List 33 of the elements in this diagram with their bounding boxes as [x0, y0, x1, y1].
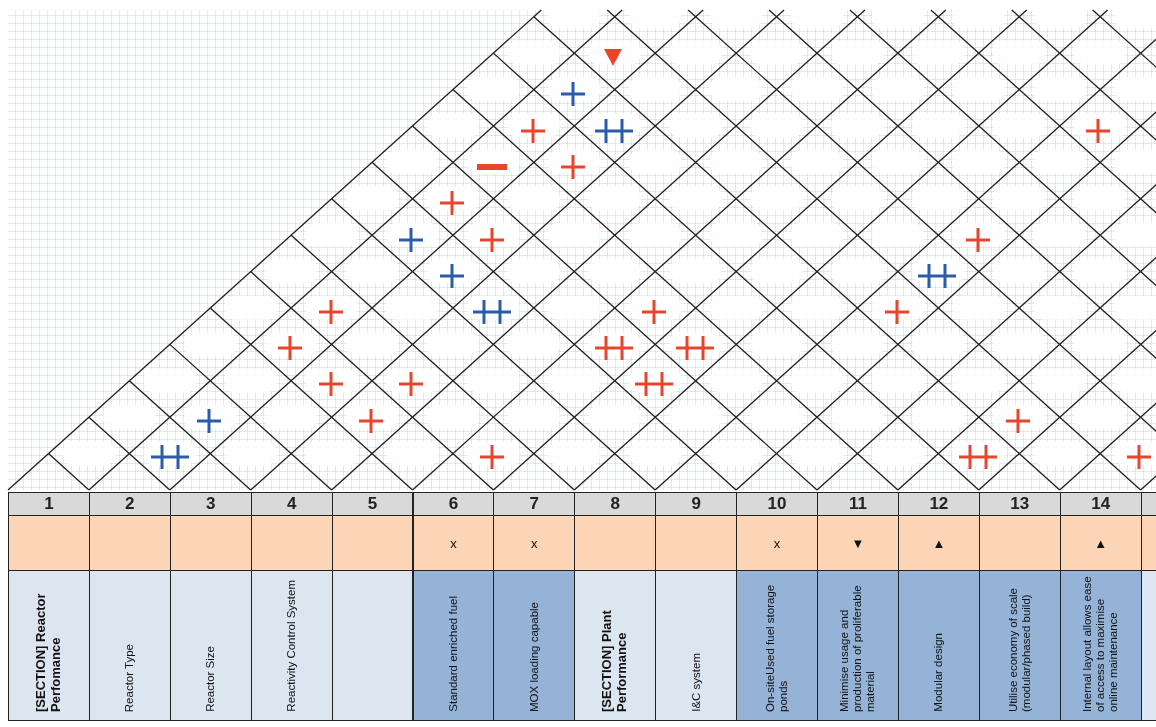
requirement-label: Reactor Type — [123, 643, 137, 712]
requirement-label: Standard enriched fuel — [446, 596, 460, 712]
requirement-label: I&C system — [689, 653, 703, 712]
column-number: 1 — [44, 494, 54, 514]
column-number: 6 — [448, 494, 459, 514]
requirement-label: Utilise economy of scale (modular/phased build) — [1006, 587, 1033, 712]
requirement-label: Reactivity Control System — [285, 580, 298, 712]
direction-symbol: ▼ — [851, 535, 865, 551]
requirement-label: Minimise usage and production of proliferable material — [838, 584, 878, 712]
direction-symbol: x — [531, 535, 538, 551]
direction-symbol: ▲ — [1094, 535, 1108, 551]
requirement-label: On-siteUsed fuel storage ponds — [763, 583, 791, 712]
column-number: 13 — [1010, 494, 1030, 514]
direction-symbol: x — [773, 535, 781, 551]
direction-symbol: x — [450, 535, 457, 551]
column-number: 8 — [610, 494, 620, 514]
column-number: 2 — [125, 494, 135, 514]
requirement-label: Reactor Size — [204, 646, 218, 712]
column-number: 3 — [206, 494, 216, 514]
column-number: 11 — [848, 494, 867, 514]
column-number: 14 — [1091, 494, 1111, 514]
column-number: 9 — [691, 494, 701, 514]
requirement-label: [SECTION] Reactor Perfomance — [34, 592, 64, 712]
column-number: 5 — [367, 494, 378, 514]
requirement-label: MOX loading capable — [527, 602, 541, 712]
requirement-label: [SECTION] Plant Performance — [600, 609, 631, 712]
direction-symbol: ▲ — [932, 535, 946, 551]
requirement-label: Internal layout allows ease of access to maximise online maintenance — [1080, 576, 1121, 712]
column-number: 12 — [929, 494, 949, 514]
column-number: 4 — [286, 494, 297, 514]
column-number: 7 — [529, 494, 540, 514]
column-number: 10 — [767, 494, 787, 514]
requirement-label: Modular design — [932, 633, 946, 712]
